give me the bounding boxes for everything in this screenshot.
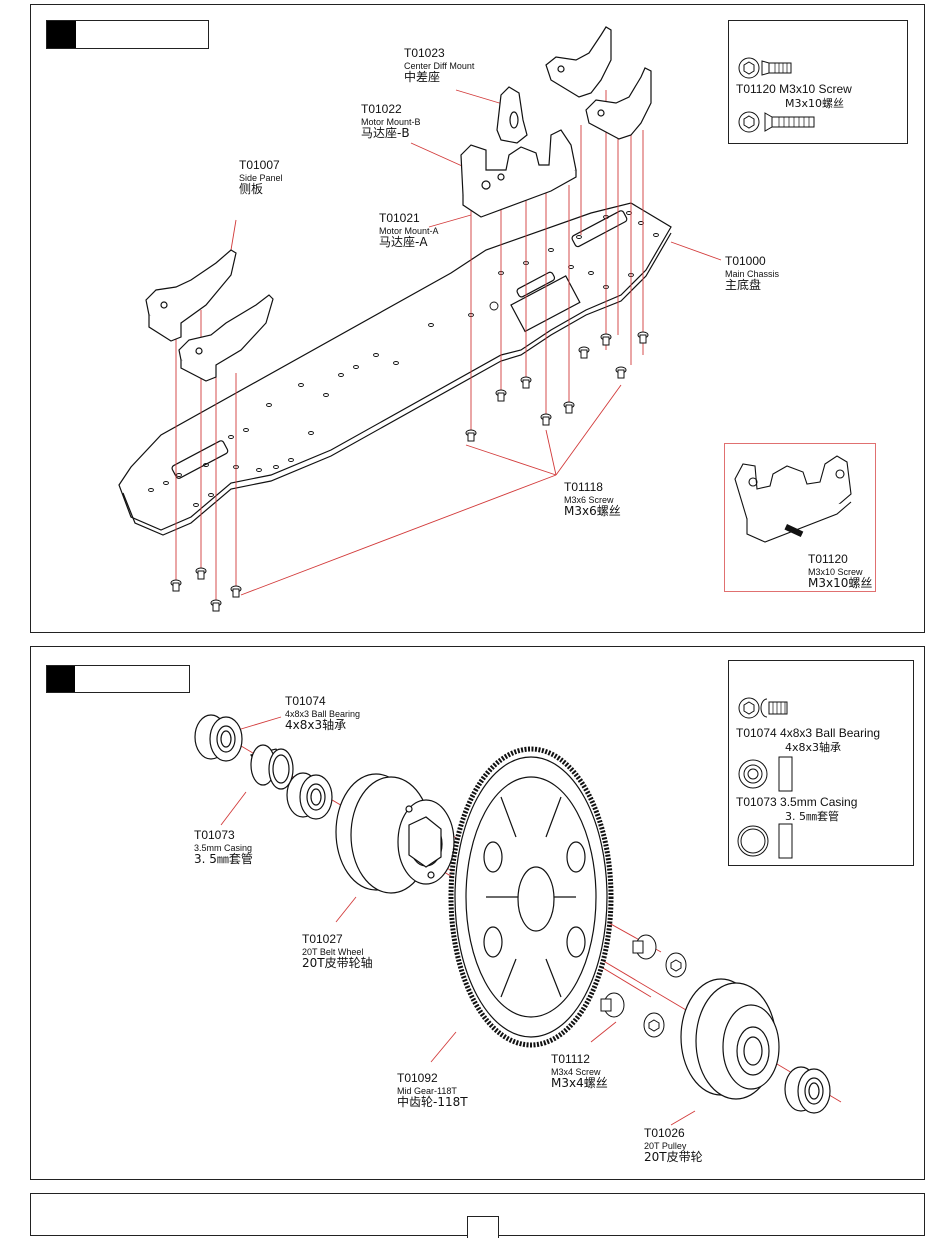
part-code: T01007 bbox=[239, 158, 280, 172]
part-name-cn: M3x10螺丝 bbox=[808, 576, 873, 591]
legend-screw-icons bbox=[738, 57, 815, 133]
part-name-en: M3x4 Screw bbox=[551, 1066, 601, 1077]
step-1-parts-legend: T01120 M3x10 Screw M3x10螺丝 bbox=[728, 20, 908, 144]
part-name-en: Mid Gear-118T bbox=[397, 1085, 457, 1096]
legend-part-icons bbox=[737, 697, 793, 859]
part-name-en: Motor Mount-B bbox=[361, 116, 421, 127]
footer-bar bbox=[30, 1193, 925, 1238]
label-motor-mount-a: T01021 Motor Mount-A 马达座-A bbox=[379, 211, 439, 250]
label-side-panel: T01007 Side Panel 侧板 bbox=[239, 158, 283, 197]
legend-item-text: T01074 4x8x3 Ball Bearing bbox=[736, 726, 881, 740]
part-code: T01023 bbox=[404, 46, 445, 60]
part-name-cn: 马达座-A bbox=[379, 235, 428, 250]
step-2-number-box bbox=[46, 665, 190, 693]
part-name-en: 3.5mm Casing bbox=[194, 842, 253, 853]
part-code: T01074 bbox=[285, 694, 326, 708]
part-name-en: Motor Mount-A bbox=[379, 225, 439, 236]
part-name-en: 20T Belt Wheel bbox=[302, 946, 364, 957]
ball-bearing-drawing bbox=[194, 714, 831, 1114]
main-chassis-drawing bbox=[118, 202, 672, 536]
page-number-tab bbox=[467, 1216, 499, 1238]
part-name-cn: 3. 5㎜套管 bbox=[194, 852, 253, 867]
label-motor-mount-b: T01022 Motor Mount-B 马达座-B bbox=[361, 102, 421, 141]
part-name-en: M3x10 Screw bbox=[808, 566, 863, 577]
part-name-cn: 马达座-B bbox=[361, 126, 410, 141]
motor-mount-drawing bbox=[460, 86, 577, 218]
step-1-exploded-diagram bbox=[118, 26, 797, 612]
part-name-cn: 侧板 bbox=[239, 182, 264, 197]
part-name-cn: M3x4螺丝 bbox=[551, 1076, 608, 1091]
part-name-cn: M3x6螺丝 bbox=[564, 504, 621, 519]
part-name-en: 20T Pulley bbox=[644, 1140, 687, 1151]
part-name-en: Center Diff Mount bbox=[404, 60, 475, 71]
part-code: T01073 bbox=[194, 828, 235, 842]
part-code: T01021 bbox=[379, 211, 420, 225]
part-code: T01112 bbox=[551, 1052, 590, 1066]
label-detail-screw: T01120 M3x10 Screw M3x10螺丝 bbox=[808, 552, 873, 591]
casing-drawing bbox=[250, 744, 294, 790]
belt-wheel-drawing bbox=[335, 773, 455, 894]
step-1-panel: T01023 Center Diff Mount 中差座 T01022 Moto… bbox=[30, 4, 925, 633]
part-code: T01092 bbox=[397, 1071, 438, 1085]
step-2-panel: T01074 4x8x3 Ball Bearing 4x8x3轴承 T01073… bbox=[30, 646, 925, 1180]
step-1-guide-lines bbox=[175, 89, 797, 600]
part-name-cn: 4x8x3轴承 bbox=[285, 718, 347, 733]
label-pulley: T01026 20T Pulley 20T皮带轮 bbox=[644, 1126, 703, 1165]
part-name-en: Side Panel bbox=[239, 172, 283, 183]
label-m3x6-screw: T01118 M3x6 Screw M3x6螺丝 bbox=[564, 480, 621, 519]
legend-item-sub: 3. 5㎜套管 bbox=[785, 810, 839, 823]
label-ball-bearing: T01074 4x8x3 Ball Bearing 4x8x3轴承 bbox=[285, 694, 361, 733]
legend-item-text: T01120 M3x10 Screw bbox=[736, 82, 852, 96]
step-2-parts-legend: T01074 4x8x3 Ball Bearing 4x8x3轴承 T01073… bbox=[728, 660, 914, 866]
part-code: T01027 bbox=[302, 932, 343, 946]
mid-gear-drawing bbox=[448, 746, 614, 1048]
part-code: T01118 bbox=[564, 480, 603, 494]
label-m3x4-screw: T01112 M3x4 Screw M3x4螺丝 bbox=[551, 1052, 608, 1091]
legend-item-sub: M3x10螺丝 bbox=[785, 97, 844, 110]
m3x4-screws-drawing bbox=[600, 934, 687, 1038]
part-code: T01120 bbox=[808, 552, 848, 566]
part-name-en: M3x6 Screw bbox=[564, 494, 614, 505]
part-name-cn: 中差座 bbox=[404, 70, 441, 85]
part-name-cn: 主底盘 bbox=[725, 278, 762, 293]
part-name-cn: 20T皮带轮 bbox=[644, 1150, 703, 1165]
label-belt-wheel: T01027 20T Belt Wheel 20T皮带轮轴 bbox=[302, 932, 373, 971]
step-1-number-box bbox=[46, 20, 209, 49]
legend-item-sub: 4x8x3轴承 bbox=[785, 741, 842, 754]
detail-mount-drawing bbox=[734, 455, 852, 543]
label-main-chassis: T01000 Main Chassis 主底盘 bbox=[725, 254, 780, 293]
legend-item-text: T01073 3.5mm Casing bbox=[736, 795, 858, 809]
step-2-exploded-diagram bbox=[194, 714, 842, 1126]
pulley-drawing bbox=[680, 978, 780, 1100]
part-code: T01026 bbox=[644, 1126, 685, 1140]
part-code: T01022 bbox=[361, 102, 402, 116]
side-panel-drawing bbox=[145, 249, 274, 382]
label-center-diff-mount: T01023 Center Diff Mount 中差座 bbox=[404, 46, 475, 85]
part-name-cn: 20T皮带轮轴 bbox=[302, 956, 373, 971]
part-name-cn: 中齿轮-118T bbox=[397, 1095, 468, 1110]
m3x6-screws-drawing bbox=[170, 331, 649, 612]
label-casing: T01073 3.5mm Casing 3. 5㎜套管 bbox=[194, 828, 253, 867]
part-code: T01000 bbox=[725, 254, 766, 268]
label-mid-gear: T01092 Mid Gear-118T 中齿轮-118T bbox=[397, 1071, 468, 1110]
center-diff-mount-drawing bbox=[545, 26, 652, 140]
part-name-en: Main Chassis bbox=[725, 268, 780, 279]
step-1-detail-inset: T01120 M3x10 Screw M3x10螺丝 bbox=[724, 443, 876, 592]
part-name-en: 4x8x3 Ball Bearing bbox=[285, 708, 361, 719]
